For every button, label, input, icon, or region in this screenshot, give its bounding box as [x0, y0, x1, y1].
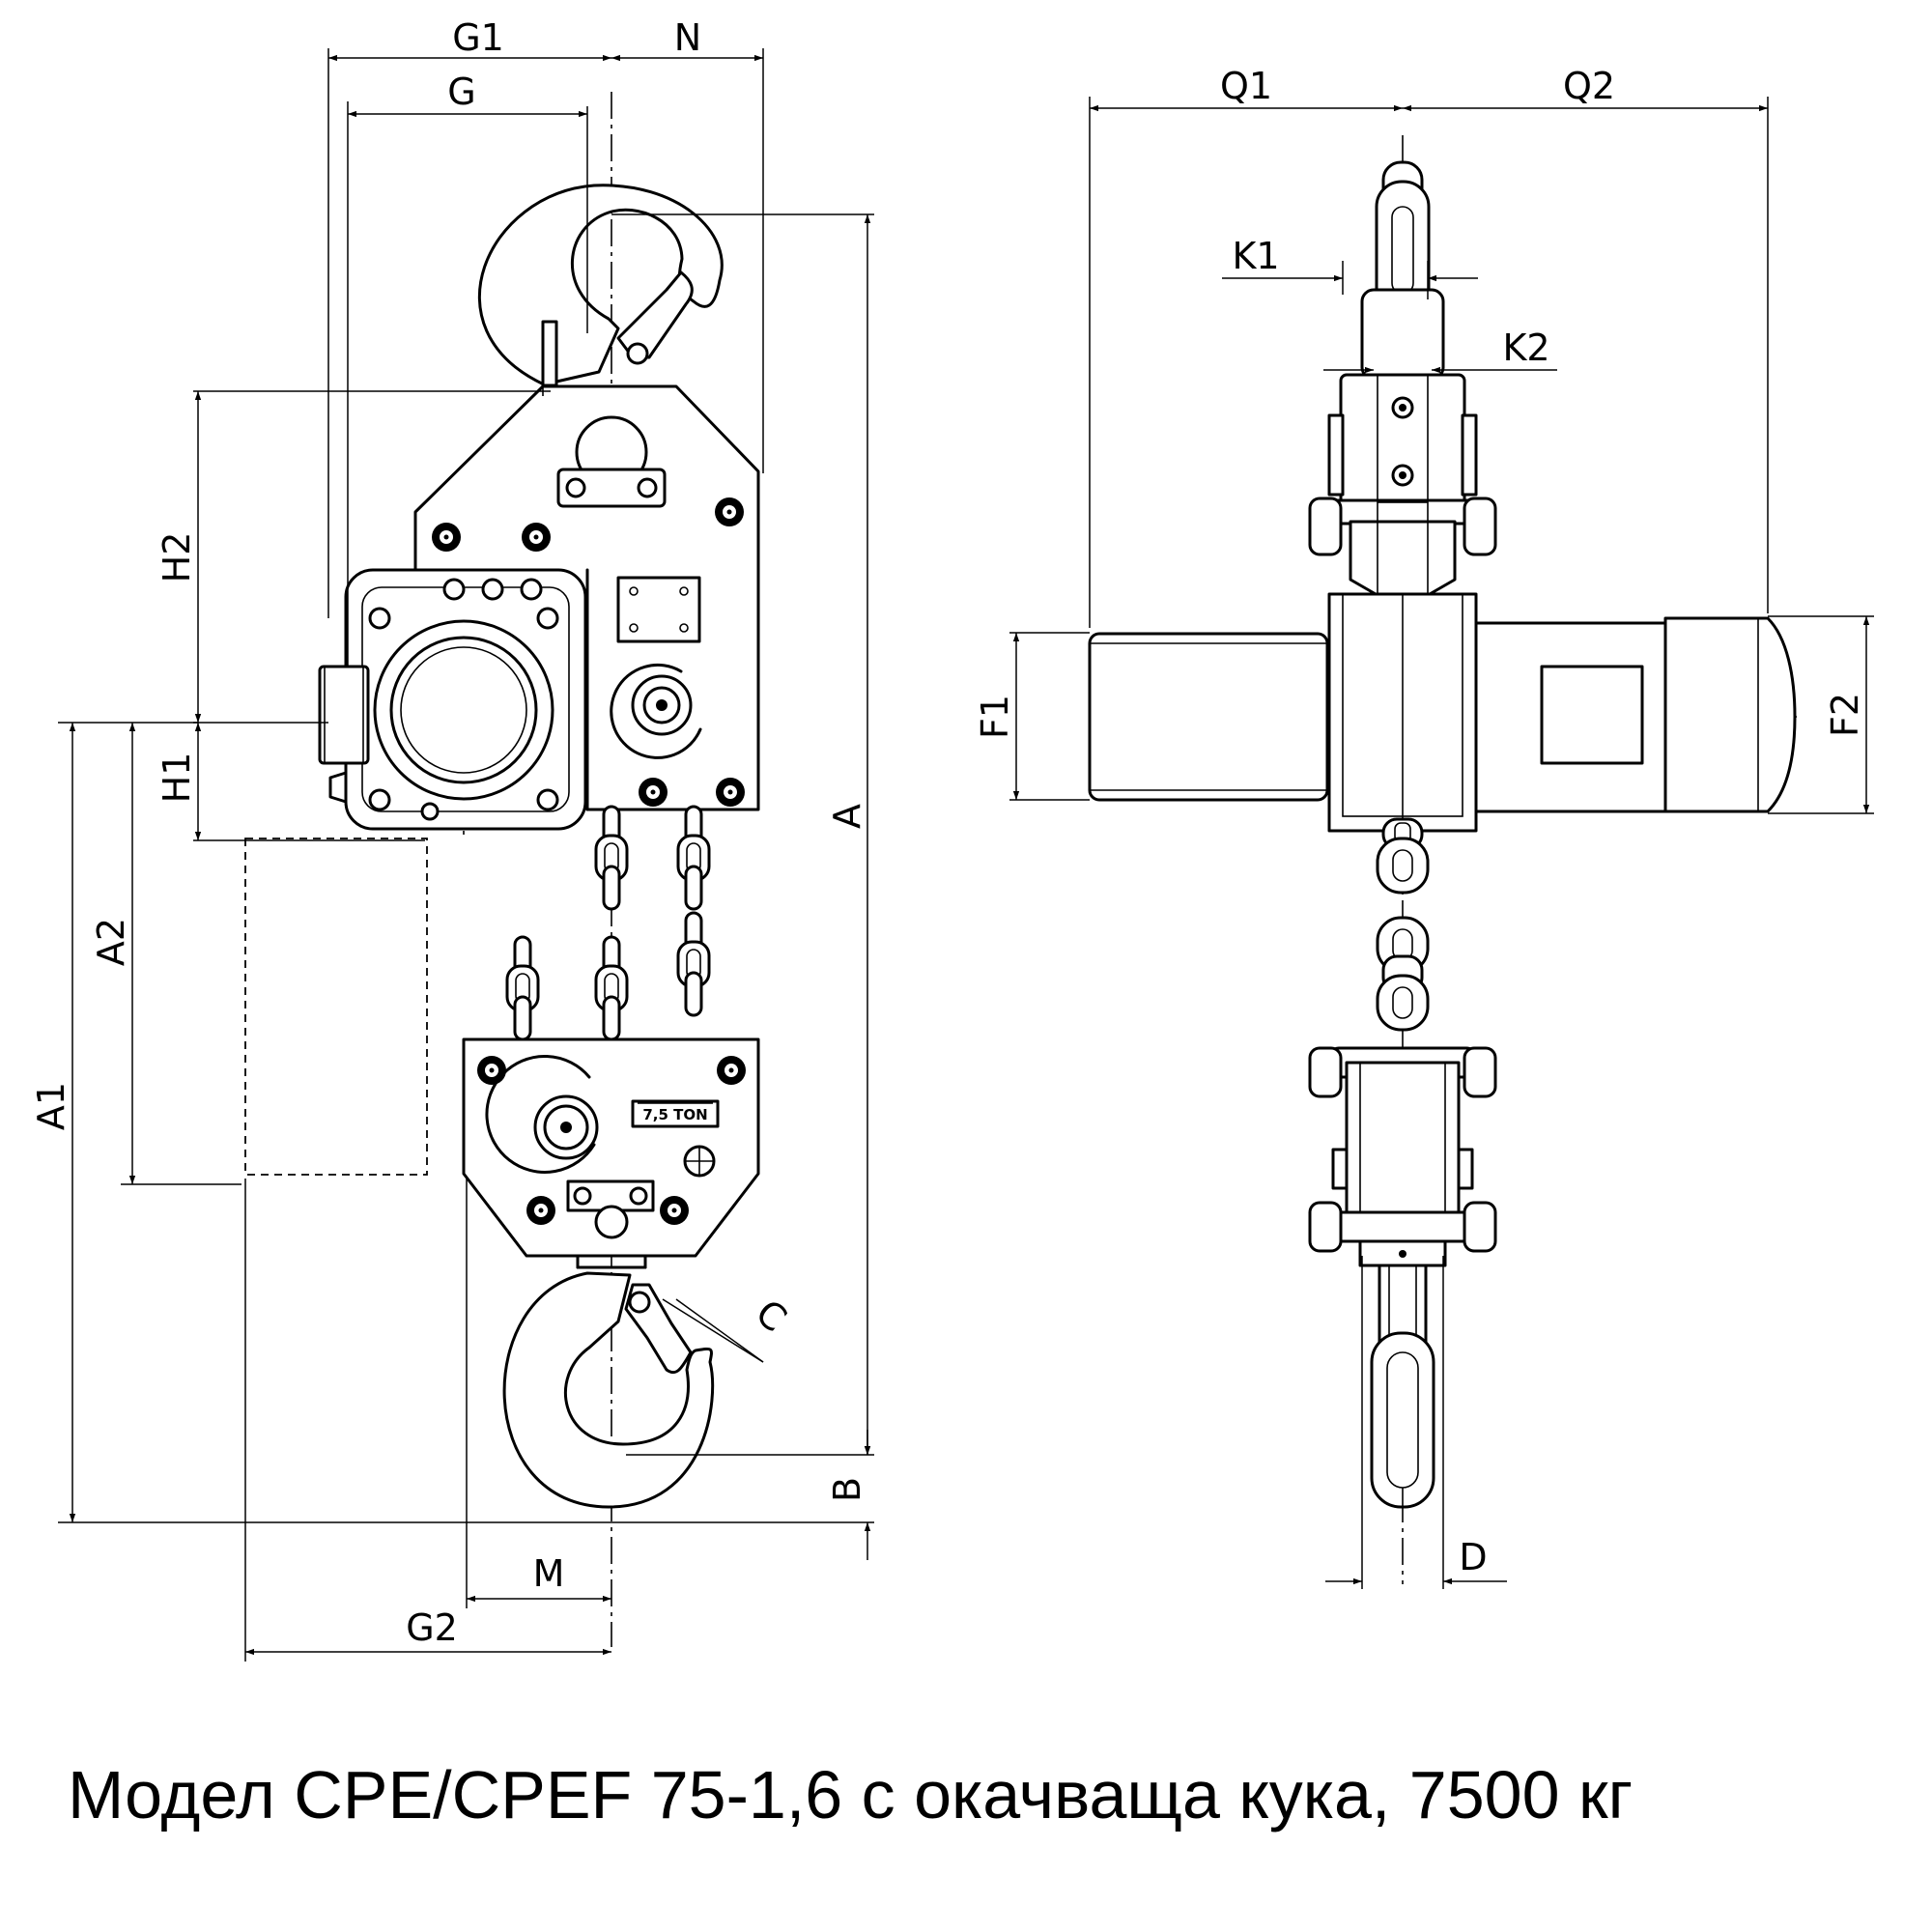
- front-view: 7,5 TON: [30, 16, 874, 1662]
- dim-label-d: D: [1459, 1536, 1487, 1578]
- dim-label-a1: A1: [30, 1082, 72, 1130]
- dim-label-g: G: [447, 71, 475, 113]
- drawing-caption: Модел CPE/CPEF 75-1,6 с окачваща кука, 7…: [68, 1757, 1634, 1833]
- side-main-body: [1088, 592, 1797, 833]
- dim-label-k1: K1: [1232, 235, 1279, 277]
- motor-flange: [318, 568, 587, 831]
- dim-label-g1: G1: [452, 16, 504, 59]
- dim-label-h1: H1: [156, 753, 198, 804]
- dim-label-k2: K2: [1502, 327, 1549, 369]
- side-bottom-block: [1308, 1046, 1497, 1509]
- dim-label-q1: Q1: [1220, 65, 1272, 107]
- dim-label-a2: A2: [90, 918, 132, 966]
- dim-label-a: A: [826, 804, 868, 829]
- dim-label-f1: F1: [974, 695, 1016, 739]
- dim-label-h2: H2: [156, 532, 198, 583]
- side-view: Q1 Q2 K1 K2 F1 F2 D: [974, 65, 1874, 1589]
- front-dimensions: G1 N G H2 H1 A1 A2 A B: [30, 16, 874, 1662]
- bottom-block: 7,5 TON: [462, 1037, 760, 1269]
- dim-label-q2: Q2: [1563, 65, 1615, 107]
- bottom-hook: [502, 1271, 715, 1509]
- dim-label-n: N: [674, 16, 701, 59]
- side-dimensions: Q1 Q2 K1 K2 F1 F2 D: [974, 65, 1874, 1589]
- dim-label-f2: F2: [1824, 693, 1866, 737]
- top-hook: [477, 184, 724, 387]
- load-plate-text: 7,5 TON: [642, 1106, 707, 1123]
- dim-label-c: C: [748, 1292, 795, 1341]
- top-shackle: [1308, 160, 1497, 648]
- dim-label-m: M: [533, 1552, 565, 1595]
- dim-label-b: B: [826, 1477, 868, 1502]
- dim-label-g2: G2: [406, 1606, 458, 1649]
- side-chain: [1376, 817, 1430, 1032]
